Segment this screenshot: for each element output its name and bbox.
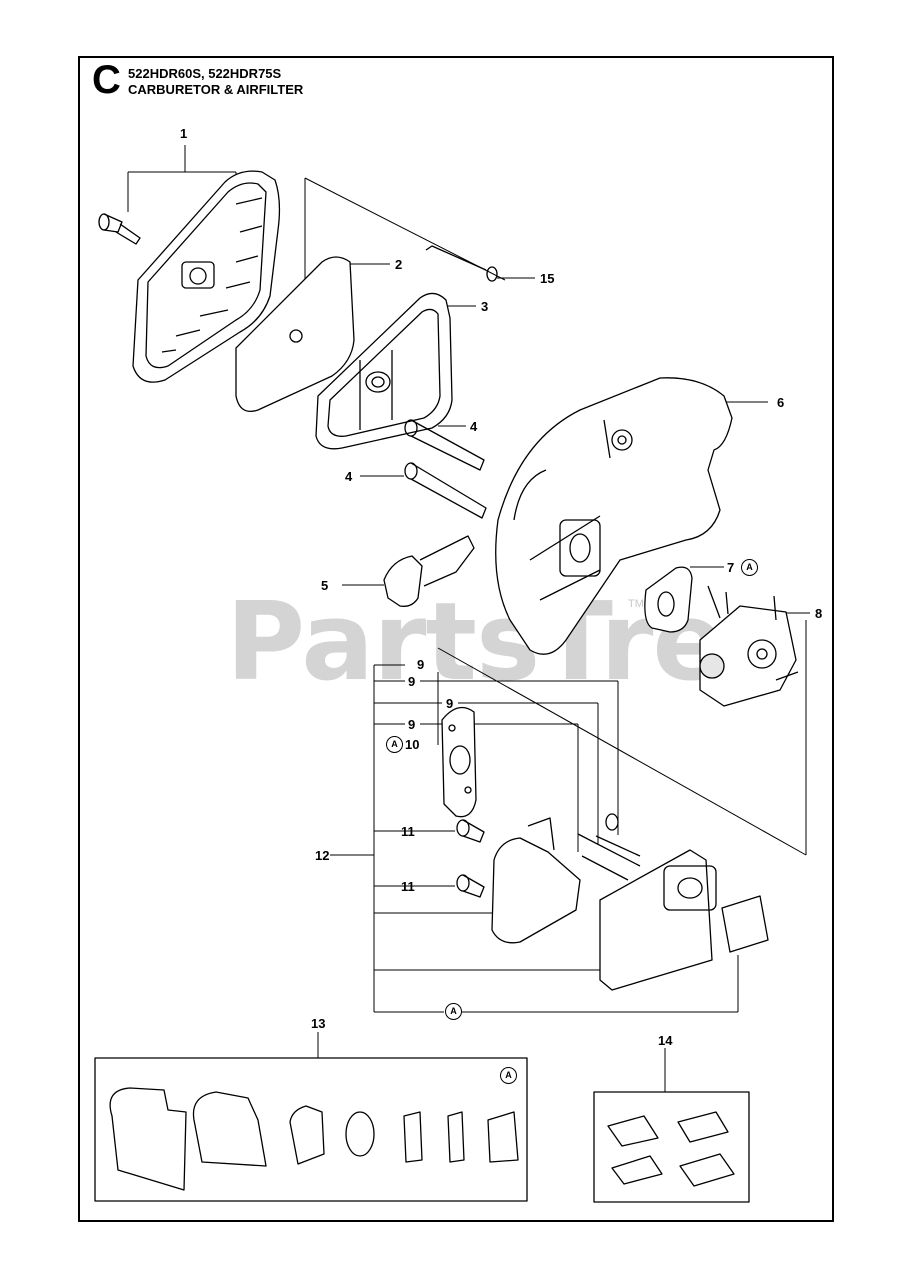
carburetor-gasket (644, 566, 693, 633)
marker-a-12: A (445, 1003, 462, 1020)
cover-screw (98, 213, 141, 245)
watermark-trademark: TM (628, 598, 644, 610)
callout-4-lower: 4 (345, 469, 353, 484)
long-bolts (404, 419, 487, 519)
latch-clip (383, 535, 475, 607)
callout-1: 1 (180, 126, 188, 141)
callout-15: 15 (540, 271, 555, 286)
intake-plate-assembly (491, 813, 769, 991)
callout-10: 10 (405, 737, 420, 752)
callout-2: 2 (395, 257, 403, 272)
callout-4-upper: 4 (470, 419, 478, 434)
callout-12: 12 (315, 848, 330, 863)
short-bolts (456, 819, 485, 898)
diaphragm-kit-box (593, 1091, 750, 1203)
callout-6: 6 (777, 395, 785, 410)
foam-prefilter (235, 256, 355, 413)
carburetor-housing (495, 377, 733, 655)
callout-3: 3 (481, 299, 489, 314)
section-letter: C (92, 58, 121, 102)
callout-7: 7 (727, 560, 735, 575)
insulator-gasket (441, 706, 477, 818)
marker-a-7: A (741, 559, 758, 576)
carburetor (699, 585, 799, 707)
diagram-frame (78, 56, 834, 1222)
air-filter-element (315, 292, 453, 450)
air-filter-cover (132, 170, 281, 383)
choke-rod (425, 245, 498, 282)
callout-5: 5 (321, 578, 329, 593)
marker-a-13: A (500, 1067, 517, 1084)
callout-9-d: 9 (408, 717, 416, 732)
callout-11-lower: 11 (401, 879, 415, 894)
model-numbers: 522HDR60S, 522HDR75S (128, 66, 282, 81)
callout-9-c: 9 (446, 696, 454, 711)
callout-11-upper: 11 (401, 824, 415, 839)
gasket-kit-box (94, 1057, 528, 1202)
callout-9-b: 9 (408, 674, 416, 689)
callout-8: 8 (815, 606, 823, 621)
callout-13: 13 (311, 1016, 326, 1031)
callout-14: 14 (658, 1033, 673, 1048)
section-title: CARBURETOR & AIRFILTER (128, 82, 304, 97)
callout-9-a: 9 (417, 657, 425, 672)
marker-a-10: A (386, 736, 403, 753)
